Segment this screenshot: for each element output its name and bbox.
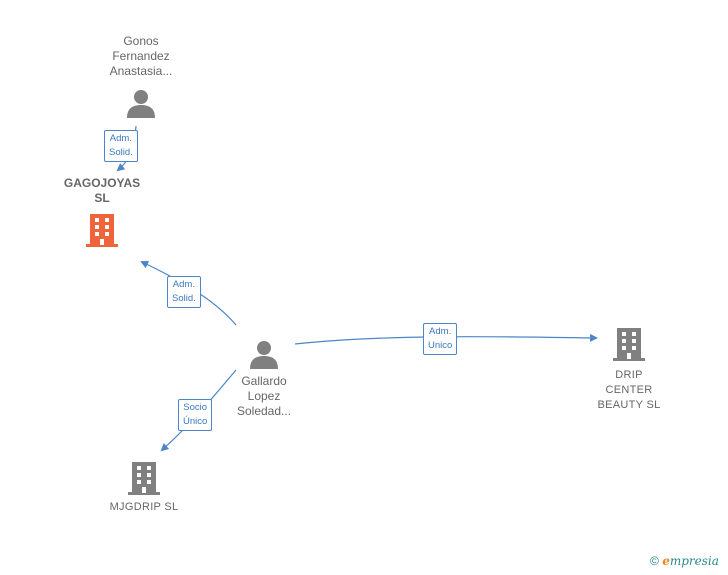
edge-label-gallardo-mjgdrip[interactable]: Socio Único	[178, 399, 213, 431]
edge-label-gallardo-gagojoyas[interactable]: Adm. Solid.	[167, 276, 201, 308]
node-gagojoyas-label: GAGOJOYAS SL	[63, 176, 141, 205]
building-icon	[128, 462, 160, 495]
node-mjgdrip-label: MJGDRIP SL	[109, 501, 179, 513]
node-gonos-label: Gonos Fernandez Anastasia...	[109, 34, 173, 78]
person-icon	[250, 341, 278, 369]
edge-label-gonos-gagojoyas[interactable]: Adm. Solid.	[104, 130, 138, 162]
building-icon	[86, 214, 118, 247]
node-gagojoyas[interactable]: GAGOJOYAS SL	[56, 176, 148, 248]
brand-logo: empresia	[662, 554, 719, 568]
building-icon	[613, 328, 645, 361]
person-icon	[127, 90, 155, 118]
node-gonos[interactable]: Gonos Fernandez Anastasia...	[95, 34, 187, 119]
brand-footer: © empresia	[650, 554, 719, 568]
copyright-symbol: ©	[650, 554, 659, 568]
node-gallardo-label: Gallardo Lopez Soledad...	[236, 374, 292, 418]
node-drip[interactable]: DRIP CENTER BEAUTY SL	[584, 326, 674, 413]
edge-label-gallardo-drip[interactable]: Adm. Unico	[423, 323, 458, 355]
node-gallardo[interactable]: Gallardo Lopez Soledad...	[218, 338, 310, 419]
node-mjgdrip[interactable]: MJGDRIP SL	[98, 460, 190, 515]
node-drip-label: DRIP CENTER BEAUTY SL	[597, 369, 661, 411]
